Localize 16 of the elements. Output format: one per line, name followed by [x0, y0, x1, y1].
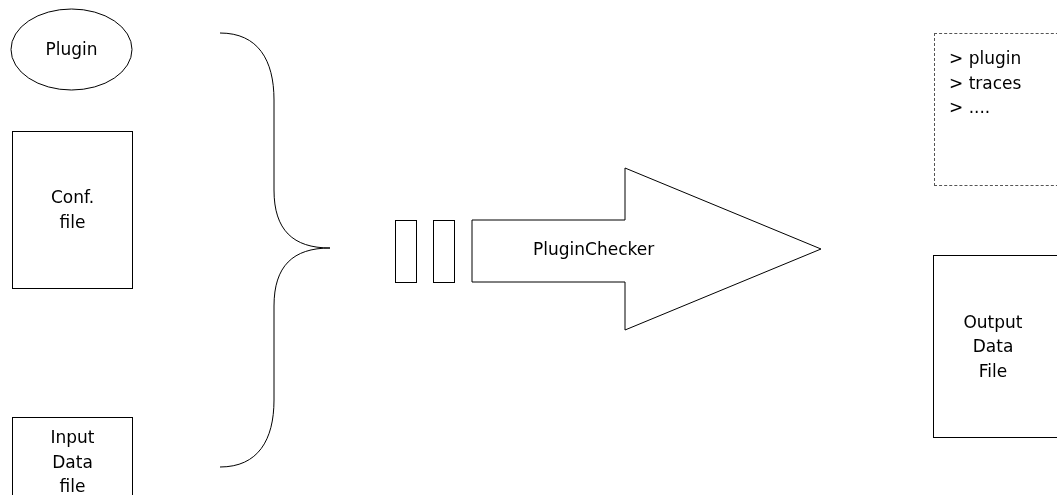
dashed-box: [934, 33, 1057, 186]
node-label: Conf. file: [49, 186, 96, 234]
block-arrow: [471, 167, 822, 331]
node-label: Plugin: [45, 38, 98, 62]
node-label: Input Data file: [49, 426, 96, 495]
list-item: > plugin: [949, 47, 1022, 70]
list-item: > traces: [949, 71, 1022, 95]
file-box: [933, 255, 1057, 438]
file-box: [12, 131, 133, 289]
bar: [395, 220, 417, 283]
list-item: > ....: [949, 96, 991, 120]
ellipse-node: [10, 8, 133, 91]
file-box: [12, 417, 133, 495]
bar: [433, 220, 455, 283]
node-label: Output Data File: [963, 310, 1023, 383]
node-label: PluginChecker: [533, 237, 655, 261]
